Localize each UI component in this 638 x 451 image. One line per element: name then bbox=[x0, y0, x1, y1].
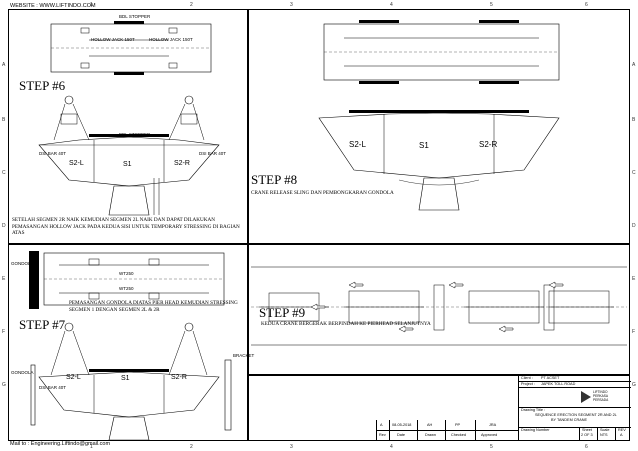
step6-panel: STEP #6 HOLLOW JACK 150T HOLLOW JACK 150… bbox=[8, 9, 248, 244]
rev-value: A bbox=[380, 423, 383, 427]
step7-dsi-bar-label: DSI BAR 40T bbox=[39, 385, 67, 390]
step6-note: SETELAH SEGMEN 2R NAIK KEMUDIAN SEGMEN 2… bbox=[12, 217, 240, 236]
grid-col-3-bottom: 3 bbox=[290, 444, 293, 450]
grid-row-e: E bbox=[2, 276, 6, 282]
rev-drawn-value: AH bbox=[427, 423, 433, 427]
drawing-title-line-2: BY TANDEM CRANE bbox=[551, 418, 588, 422]
sheet-value: 2 OF 3 bbox=[581, 433, 593, 437]
title-block: Client : PT ACSET Project : JAPEK TOLL R… bbox=[518, 375, 631, 441]
drawing-number-label: Drawing Number bbox=[521, 428, 550, 432]
step6-segment-center: S1 bbox=[123, 161, 132, 168]
title-area bbox=[248, 375, 630, 441]
step6-hollow-jack-label: HOLLOW JACK 150T bbox=[91, 37, 135, 42]
grid-col-5-bottom: 5 bbox=[490, 444, 493, 450]
grid-row-e-right: E bbox=[632, 276, 636, 282]
step7-title: STEP #7 bbox=[19, 317, 66, 332]
rev-sheet-value: A bbox=[620, 433, 623, 437]
step7-wt-label-2: WT250 bbox=[119, 286, 134, 291]
grid-row-c-right: C bbox=[632, 170, 636, 176]
step7-segment-right: S2-R bbox=[171, 374, 187, 381]
rev-date-value: 08-05-2018 bbox=[392, 423, 412, 427]
grid-row-d: D bbox=[2, 223, 6, 229]
step9-drawing bbox=[251, 266, 627, 346]
date-col-label: Date bbox=[397, 433, 406, 437]
client-label: Client : bbox=[521, 376, 533, 380]
step6-title: STEP #6 bbox=[19, 78, 66, 93]
step9-panel: STEP #9 KEDUA CRANE BERGERAK BERPINDAH K… bbox=[248, 244, 630, 375]
step9-note: KEDUA CRANE BERGERAK BERPINDAH KE PIERHE… bbox=[261, 321, 431, 327]
grid-row-f: F bbox=[2, 329, 6, 335]
drawing-title-label: Drawing Title : bbox=[521, 408, 546, 412]
step6-dsi-bar-label: DSI BAR 40T bbox=[39, 151, 67, 156]
step8-panel: S2-L S1 S2-R STEP #8 CRANE RELEASE SLING… bbox=[248, 9, 630, 244]
step7-panel: GONDOLA GONDOLA BRACKET WT250 WT250 DSI … bbox=[8, 244, 254, 441]
mail-footer: Mail to : Engineering.Liftindo@gmail.com bbox=[10, 441, 111, 447]
step8-note: CRANE RELEASE SLING DAN PEMBONGKARAN GON… bbox=[251, 190, 394, 196]
step6-segment-right: S2-R bbox=[174, 160, 190, 167]
step7-note: PEMASANGAN GONDOLA DIATAS PIER HEAD KEMU… bbox=[69, 300, 238, 313]
grid-row-b: B bbox=[2, 117, 6, 123]
logo-line-2: PERKASA bbox=[593, 394, 609, 398]
step9-title: STEP #9 bbox=[259, 305, 306, 320]
grid-col-6-bottom: 6 bbox=[585, 444, 588, 450]
grid-row-g-right: G bbox=[632, 382, 636, 388]
checked-col-label: Checked bbox=[451, 433, 466, 437]
step7-gondola-label: GONDOLA bbox=[11, 261, 34, 266]
project-label: Project : bbox=[521, 382, 535, 386]
scale-label: Scale bbox=[600, 428, 610, 432]
grid-col-1-bottom: 1 bbox=[90, 444, 93, 450]
grid-col-6: 6 bbox=[585, 2, 588, 8]
step7-wt-label: WT250 bbox=[119, 271, 134, 276]
rev-approved-value: JRA bbox=[489, 423, 497, 427]
grid-col-5: 5 bbox=[490, 2, 493, 8]
grid-row-g: G bbox=[2, 382, 6, 388]
step6-drawing bbox=[38, 21, 220, 216]
grid-row-b-right: B bbox=[632, 117, 636, 123]
grid-row-c: C bbox=[2, 170, 6, 176]
rev-col-label: Rev bbox=[379, 433, 386, 437]
step8-segment-right: S2-R bbox=[479, 140, 498, 149]
grid-col-4: 4 bbox=[390, 2, 393, 8]
logo-line-1: LIFTINDO bbox=[593, 390, 608, 394]
grid-col-2-bottom: 2 bbox=[190, 444, 193, 450]
sheet-label: Sheet bbox=[582, 428, 592, 432]
grid-col-1: 1 bbox=[90, 2, 93, 8]
client-value: PT ACSET bbox=[541, 376, 560, 380]
company-logo: LIFTINDO PERKASA PERSADA bbox=[581, 389, 621, 405]
step8-segment-left: S2-L bbox=[349, 140, 366, 149]
website-header: WEBSITE : WWW.LIFTINDO.COM bbox=[10, 3, 96, 9]
step7-gondola-label-2: GONDOLA bbox=[11, 370, 34, 375]
grid-row-a: A bbox=[2, 62, 6, 68]
rev-checked-value: PP bbox=[455, 423, 461, 427]
grid-row-a-right: A bbox=[632, 62, 636, 68]
step6-bdl-stopper-label-2: BDL STOPPER bbox=[119, 132, 151, 137]
step6-segment-left: S2-L bbox=[69, 160, 84, 167]
step8-title: STEP #8 bbox=[251, 172, 298, 187]
revision-table: A 08-05-2018 AH PP JRA Rev Date Drawn Ch… bbox=[376, 420, 519, 441]
grid-row-d-right: D bbox=[632, 223, 636, 229]
logo-line-3: PERSADA bbox=[593, 398, 609, 402]
drawn-col-label: Drawn bbox=[425, 433, 436, 437]
grid-col-2: 2 bbox=[190, 2, 193, 8]
project-value: JAPEK TOLL ROAD bbox=[541, 382, 576, 386]
grid-col-3: 3 bbox=[290, 2, 293, 8]
drawing-title-line-1: SEQUENCE ERECTION SEGMENT 2R AND 2L bbox=[535, 413, 617, 417]
rev-label: REV bbox=[618, 428, 626, 432]
step7-bracket-label: BRACKET bbox=[233, 353, 255, 358]
step6-dsi-bar-label-2: DSI BAR 40T bbox=[199, 151, 227, 156]
step8-drawing bbox=[318, 20, 560, 211]
step7-segment-left: S2-L bbox=[66, 374, 81, 381]
step7-drawing bbox=[29, 251, 232, 440]
step8-segment-center: S1 bbox=[419, 141, 429, 150]
approved-col-label: Approved bbox=[481, 433, 498, 437]
scale-value: NTS bbox=[600, 433, 608, 437]
logo-mark-icon bbox=[581, 391, 591, 403]
grid-col-4-bottom: 4 bbox=[390, 444, 393, 450]
step6-hollow-jack-label-2: HOLLOW JACK 150T bbox=[149, 37, 193, 42]
step7-segment-center: S1 bbox=[121, 375, 130, 382]
grid-row-f-right: F bbox=[632, 329, 636, 335]
step6-bdl-stopper-label: BDL STOPPER bbox=[119, 14, 151, 19]
